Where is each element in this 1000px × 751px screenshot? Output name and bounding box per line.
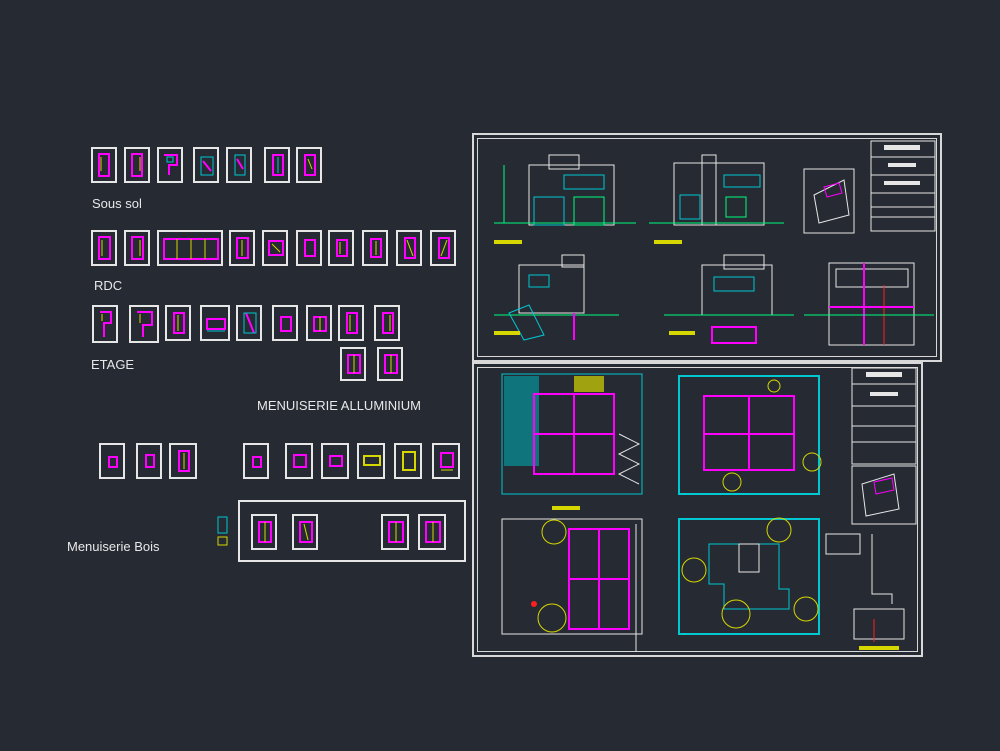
elevations-drawing xyxy=(494,140,936,346)
elevations-sheet[interactable] xyxy=(472,133,942,362)
drawing-thumbnail[interactable] xyxy=(251,514,277,550)
menuiserie-bois-frame xyxy=(238,500,466,562)
drawing-thumbnail[interactable] xyxy=(124,147,150,183)
drawing-thumbnail[interactable] xyxy=(338,305,364,341)
drawing-thumbnail[interactable] xyxy=(292,514,318,550)
plans-drawing xyxy=(501,367,917,652)
drawing-thumbnail[interactable] xyxy=(92,305,118,343)
drawing-thumbnail[interactable] xyxy=(193,147,219,183)
drawing-thumbnail[interactable] xyxy=(157,230,223,266)
drawing-thumbnail[interactable] xyxy=(285,443,313,479)
label-etage: ETAGE xyxy=(91,357,135,372)
drawing-thumbnail[interactable] xyxy=(430,230,456,266)
drawing-thumbnail[interactable] xyxy=(129,305,159,343)
drawing-thumbnail[interactable] xyxy=(328,230,354,266)
drawing-thumbnail[interactable] xyxy=(243,443,269,479)
drawing-thumbnail[interactable] xyxy=(99,443,125,479)
plans-sheet[interactable] xyxy=(472,362,923,657)
small-door-symbol xyxy=(216,515,230,549)
drawing-thumbnail[interactable] xyxy=(321,443,349,479)
drawing-thumbnail[interactable] xyxy=(377,347,403,381)
drawing-thumbnail[interactable] xyxy=(226,147,252,183)
drawing-thumbnail[interactable] xyxy=(296,147,322,183)
drawing-thumbnail[interactable] xyxy=(229,230,255,266)
drawing-thumbnail[interactable] xyxy=(396,230,422,266)
drawing-thumbnail[interactable] xyxy=(362,230,388,266)
drawing-thumbnail[interactable] xyxy=(374,305,400,341)
drawing-thumbnail[interactable] xyxy=(169,443,197,479)
sheet-inner-border xyxy=(477,138,937,357)
sheet-inner-border xyxy=(477,367,918,652)
label-rdc: RDC xyxy=(94,278,123,293)
drawing-thumbnail[interactable] xyxy=(357,443,385,479)
drawing-thumbnail[interactable] xyxy=(381,514,409,550)
drawing-thumbnail[interactable] xyxy=(136,443,162,479)
drawing-thumbnail[interactable] xyxy=(306,305,332,341)
drawing-thumbnail[interactable] xyxy=(340,347,366,381)
drawing-thumbnail[interactable] xyxy=(432,443,460,479)
drawing-thumbnail[interactable] xyxy=(262,230,288,266)
drawing-thumbnail[interactable] xyxy=(124,230,150,266)
drawing-thumbnail[interactable] xyxy=(264,147,290,183)
label-menuiserie-aluminium: MENUISERIE ALLUMINIUM xyxy=(257,398,421,413)
label-menuiserie-bois: Menuiserie Bois xyxy=(67,539,160,554)
drawing-thumbnail[interactable] xyxy=(200,305,230,341)
drawing-thumbnail[interactable] xyxy=(272,305,298,341)
drawing-thumbnail[interactable] xyxy=(236,305,262,341)
drawing-thumbnail[interactable] xyxy=(418,514,446,550)
drawing-thumbnail[interactable] xyxy=(91,230,117,266)
drawing-thumbnail[interactable] xyxy=(157,147,183,183)
drawing-thumbnail[interactable] xyxy=(296,230,322,266)
drawing-thumbnail[interactable] xyxy=(91,147,117,183)
drawing-thumbnail[interactable] xyxy=(165,305,191,341)
label-sous-sol: Sous sol xyxy=(92,196,142,211)
drawing-thumbnail[interactable] xyxy=(394,443,422,479)
